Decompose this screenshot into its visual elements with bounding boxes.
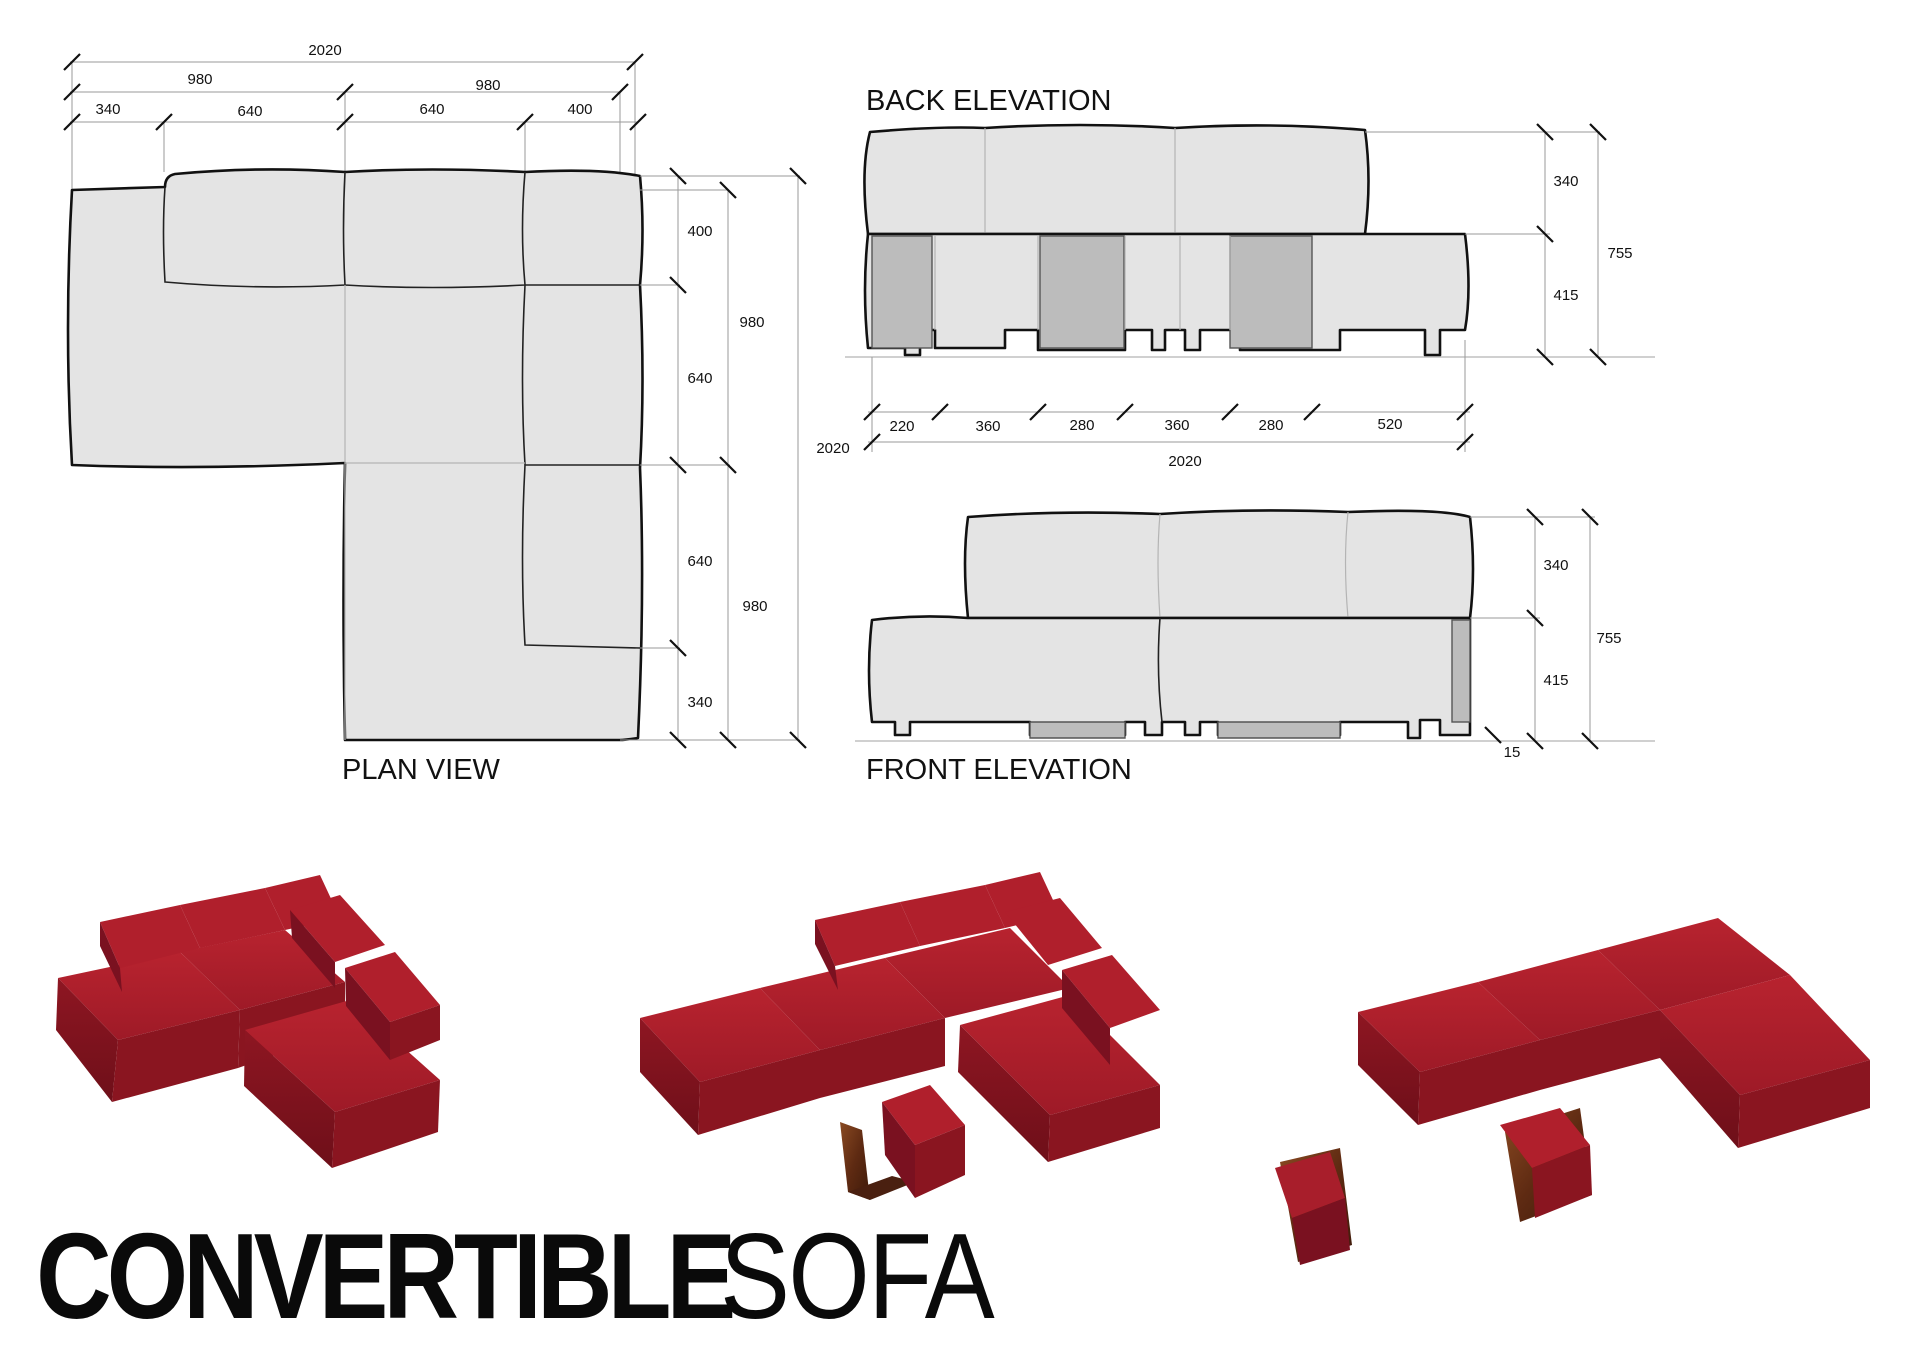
render3-mattress-1 bbox=[1358, 982, 1540, 1072]
plan-right-half-lower: 980 bbox=[742, 598, 767, 615]
plan-side-cushions bbox=[521, 284, 641, 649]
render1-seat-left bbox=[58, 952, 240, 1040]
render1-seat-chaise bbox=[245, 1000, 440, 1112]
render2-ottoman bbox=[882, 1085, 965, 1145]
plan-top-half-left: 980 bbox=[187, 71, 212, 88]
render3-mattress-4 bbox=[1660, 975, 1870, 1095]
back-width-dimensions: 220 360 280 360 280 520 2020 2020 bbox=[816, 340, 1474, 470]
front-height-dimensions: 340 415 755 15 bbox=[1470, 508, 1622, 761]
render-corner-configuration bbox=[56, 875, 440, 1168]
back-elevation-base bbox=[863, 232, 1470, 357]
plan-back-cushions bbox=[162, 171, 640, 289]
back-elevation-heading: BACK ELEVATION bbox=[866, 85, 1112, 117]
render3-mattress-3 bbox=[1598, 918, 1790, 1010]
render1-side-cushion-2 bbox=[345, 952, 440, 1022]
render-bed-configuration bbox=[1275, 918, 1870, 1265]
render-long-configuration bbox=[640, 872, 1160, 1200]
render2-seat-1 bbox=[640, 988, 820, 1082]
plan-seat-seams bbox=[344, 285, 525, 740]
back-width-3: 280 bbox=[1069, 417, 1094, 434]
render2-back-cushion-2 bbox=[900, 885, 1005, 946]
back-elevation-backrest bbox=[863, 123, 1370, 236]
render2-seat-chaise bbox=[960, 995, 1160, 1115]
back-width-6: 520 bbox=[1377, 416, 1402, 433]
front-height-seat: 415 bbox=[1543, 672, 1568, 689]
front-elevation-seat bbox=[867, 615, 1472, 740]
render1-side-cushion-1 bbox=[290, 895, 385, 962]
back-height-seat: 415 bbox=[1553, 287, 1578, 304]
render2-side-cushion-2 bbox=[1062, 955, 1160, 1028]
back-width-4: 360 bbox=[1164, 417, 1189, 434]
plan-top-total: 2020 bbox=[308, 42, 341, 59]
back-side-label: 2020 bbox=[816, 440, 849, 457]
back-elevation: BACK ELEVATION 340 415 755 bbox=[816, 85, 1655, 470]
render3-mattress-2 bbox=[1478, 950, 1660, 1040]
front-height-backrest: 340 bbox=[1543, 557, 1568, 574]
front-height-total: 755 bbox=[1596, 630, 1621, 647]
sheet-title-light: SOFA bbox=[720, 1208, 995, 1344]
render1-back-cushion-1 bbox=[100, 905, 200, 968]
plan-right-dimensions: 400 640 640 340 980 980 bbox=[620, 167, 807, 749]
render2-back-cushion-1 bbox=[815, 902, 920, 966]
back-height-total: 755 bbox=[1607, 245, 1632, 262]
back-elevation-panel-1 bbox=[871, 235, 933, 349]
back-height-backrest: 340 bbox=[1553, 173, 1578, 190]
plan-top-half-right: 980 bbox=[475, 77, 500, 94]
plan-right-half-upper: 980 bbox=[739, 314, 764, 331]
plan-view-heading: PLAN VIEW bbox=[342, 754, 501, 786]
plan-top-module-4: 400 bbox=[567, 101, 592, 118]
plan-right-module-4: 340 bbox=[687, 694, 712, 711]
back-elevation-panel-2 bbox=[1039, 235, 1125, 349]
plan-top-module-3: 640 bbox=[419, 101, 444, 118]
render1-back-cushion-2 bbox=[180, 888, 285, 948]
front-elevation-backrest bbox=[963, 509, 1475, 620]
render2-side-cushion-1 bbox=[1005, 898, 1102, 965]
plan-view: 2020 980 980 340 640 640 400 bbox=[63, 42, 807, 786]
plan-top-dimensions: 2020 980 980 340 640 640 400 bbox=[63, 42, 647, 190]
front-elevation-heading: FRONT ELEVATION bbox=[866, 754, 1132, 786]
render2-seat-2 bbox=[760, 958, 945, 1050]
plan-right-module-2: 640 bbox=[687, 370, 712, 387]
back-height-dimensions: 340 415 755 bbox=[1365, 123, 1633, 366]
render2-wood-table bbox=[840, 1122, 870, 1200]
back-width-2: 360 bbox=[975, 418, 1000, 435]
back-width-5: 280 bbox=[1258, 417, 1283, 434]
front-elevation: 340 415 755 15 FRONT ELEVATION bbox=[855, 508, 1655, 786]
back-width-1: 220 bbox=[889, 418, 914, 435]
plan-right-module-3: 640 bbox=[687, 553, 712, 570]
front-foot-gap: 15 bbox=[1504, 744, 1521, 761]
plan-top-module-2: 640 bbox=[237, 103, 262, 120]
plan-top-module-1: 340 bbox=[95, 101, 120, 118]
sheet-title-bold: CONVERTIBLE bbox=[36, 1208, 736, 1344]
back-width-total: 2020 bbox=[1168, 453, 1201, 470]
plan-right-module-1: 400 bbox=[687, 223, 712, 240]
back-elevation-panel-3 bbox=[1229, 235, 1313, 349]
front-elevation-side-panel bbox=[1451, 619, 1471, 723]
render2-seat-3 bbox=[885, 928, 1070, 1018]
plan-sofa-outline bbox=[66, 168, 644, 742]
